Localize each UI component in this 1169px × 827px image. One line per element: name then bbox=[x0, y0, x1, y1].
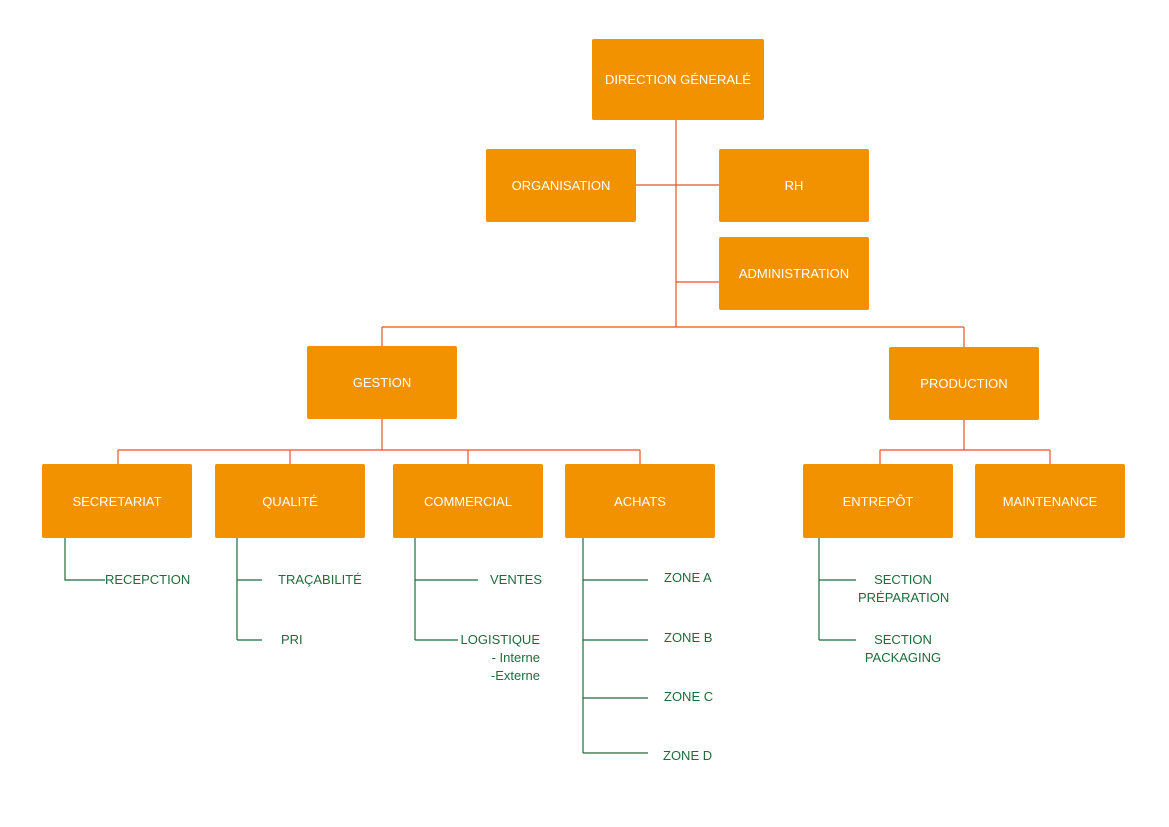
sub-logistique: LOGISTIQUE - Interne -Externe bbox=[440, 631, 540, 685]
sub-section-packaging-line2: PACKAGING bbox=[864, 650, 942, 665]
secretariat-sub-line bbox=[64, 538, 105, 581]
sub-section-packaging: SECTION PACKAGING bbox=[858, 631, 948, 667]
box-entrepot: ENTREPÔT bbox=[803, 464, 953, 538]
box-gestion: GESTION bbox=[307, 346, 457, 419]
box-direction-generale: DIRECTION GÉNERALÉ bbox=[592, 39, 764, 120]
sub-logistique-label: LOGISTIQUE bbox=[460, 632, 540, 647]
org-connectors bbox=[117, 120, 1051, 464]
box-secretariat: SECRETARIAT bbox=[42, 464, 192, 538]
box-production: PRODUCTION bbox=[889, 347, 1039, 420]
sub-logistique-externe: -Externe bbox=[490, 668, 540, 683]
sub-ventes: VENTES bbox=[490, 572, 543, 587]
sub-zone-d: ZONE D bbox=[663, 748, 713, 763]
sub-section-preparation-line1: SECTION bbox=[874, 572, 932, 587]
box-qualite: QUALITÉ bbox=[215, 464, 365, 538]
sub-zone-a: ZONE A bbox=[664, 570, 712, 585]
sub-section-preparation-line2: PRÉPARATION bbox=[858, 590, 950, 605]
sub-section-preparation: SECTION PRÉPARATION bbox=[858, 571, 950, 607]
box-achats: ACHATS bbox=[565, 464, 715, 538]
box-organisation: ORGANISATION bbox=[486, 149, 636, 222]
sub-logistique-interne: - Interne bbox=[491, 650, 540, 665]
sub-zone-b: ZONE B bbox=[664, 630, 713, 645]
sub-zone-c: ZONE C bbox=[664, 689, 714, 704]
sub-tracabilite: TRAÇABILITÉ bbox=[278, 572, 362, 587]
box-maintenance: MAINTENANCE bbox=[975, 464, 1125, 538]
sub-reception: RECEPCTION bbox=[105, 572, 191, 587]
box-commercial: COMMERCIAL bbox=[393, 464, 543, 538]
sub-section-packaging-line1: SECTION bbox=[874, 632, 932, 647]
sub-connectors bbox=[64, 538, 856, 754]
box-administration: ADMINISTRATION bbox=[719, 237, 869, 310]
sub-pri: PRI bbox=[281, 632, 303, 647]
box-rh: RH bbox=[719, 149, 869, 222]
